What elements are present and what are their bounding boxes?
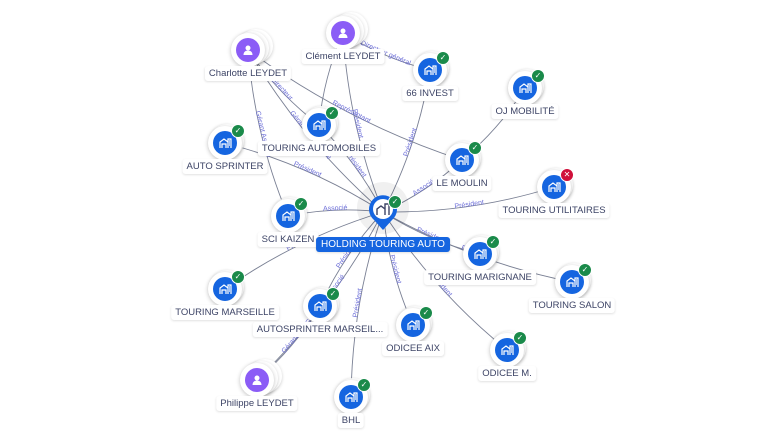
person-circle[interactable] bbox=[231, 33, 265, 67]
edge-hta-bhl bbox=[350, 211, 384, 398]
person-icon bbox=[331, 21, 355, 45]
check-status-icon: ✓ bbox=[325, 106, 339, 120]
node-label[interactable]: BHL bbox=[337, 413, 365, 428]
center-node-label[interactable]: HOLDING TOURING AUTO bbox=[316, 237, 450, 252]
node-label[interactable]: Philippe LEYDET bbox=[216, 396, 298, 411]
node-label[interactable]: TOURING UTILITAIRES bbox=[498, 203, 610, 218]
edge-label: Président bbox=[454, 199, 484, 210]
check-status-icon: ✓ bbox=[486, 235, 500, 249]
node-label[interactable]: OJ MOBILITÉ bbox=[491, 104, 559, 119]
check-status-icon: ✓ bbox=[388, 195, 402, 209]
check-status-icon: ✓ bbox=[231, 124, 245, 138]
edge-label: Gérant bbox=[281, 334, 300, 355]
node-label[interactable]: ODICEE AIX bbox=[382, 341, 444, 356]
node-label[interactable]: TOURING MARIGNANE bbox=[424, 270, 536, 285]
node-label[interactable]: AUTOSPRINTER MARSEIL... bbox=[252, 322, 388, 337]
check-status-icon: ✓ bbox=[231, 270, 245, 284]
node-label[interactable]: TOURING AUTOMOBILES bbox=[257, 141, 381, 156]
edge-label: Président bbox=[352, 288, 364, 318]
edge-hta-tu bbox=[382, 186, 555, 213]
node-label[interactable]: AUTO SPRINTER bbox=[182, 159, 268, 174]
building-icon bbox=[418, 58, 442, 82]
node-label[interactable]: SCI KAIZEN bbox=[257, 232, 319, 247]
check-status-icon: ✓ bbox=[326, 287, 340, 301]
edge-label: Président bbox=[292, 161, 322, 179]
node-label[interactable]: TOURING MARSEILLE bbox=[171, 305, 279, 320]
node-label[interactable]: LE MOULIN bbox=[432, 176, 492, 191]
node-label[interactable]: Charlotte LEYDET bbox=[204, 66, 292, 81]
edge-hta-as bbox=[224, 142, 384, 213]
check-status-icon: ✓ bbox=[419, 306, 433, 320]
node-label[interactable]: TOURING SALON bbox=[528, 298, 616, 313]
check-status-icon: ✓ bbox=[468, 141, 482, 155]
person-circle[interactable] bbox=[240, 363, 274, 397]
check-status-icon: ✓ bbox=[357, 378, 371, 392]
check-status-icon: ✓ bbox=[436, 51, 450, 65]
person-icon bbox=[245, 368, 269, 392]
node-label[interactable]: ODICEE M. bbox=[478, 366, 536, 381]
company-circle[interactable] bbox=[302, 108, 336, 142]
edge-hta-om bbox=[382, 211, 508, 351]
company-circle[interactable] bbox=[334, 380, 368, 414]
edge-label: Président bbox=[388, 254, 402, 284]
company-circle[interactable] bbox=[537, 170, 571, 204]
person-icon bbox=[236, 38, 260, 62]
node-label[interactable]: Clément LEYDET bbox=[301, 49, 385, 64]
check-status-icon: ✓ bbox=[294, 197, 308, 211]
check-status-icon: ✓ bbox=[531, 69, 545, 83]
edge-label: Président bbox=[403, 127, 419, 157]
person-circle[interactable] bbox=[326, 16, 360, 50]
close-status-icon: ✕ bbox=[560, 168, 574, 182]
check-status-icon: ✓ bbox=[513, 331, 527, 345]
edge-label: Associé bbox=[323, 205, 348, 213]
check-status-icon: ✓ bbox=[578, 263, 592, 277]
node-label[interactable]: 66 INVEST bbox=[402, 86, 458, 101]
